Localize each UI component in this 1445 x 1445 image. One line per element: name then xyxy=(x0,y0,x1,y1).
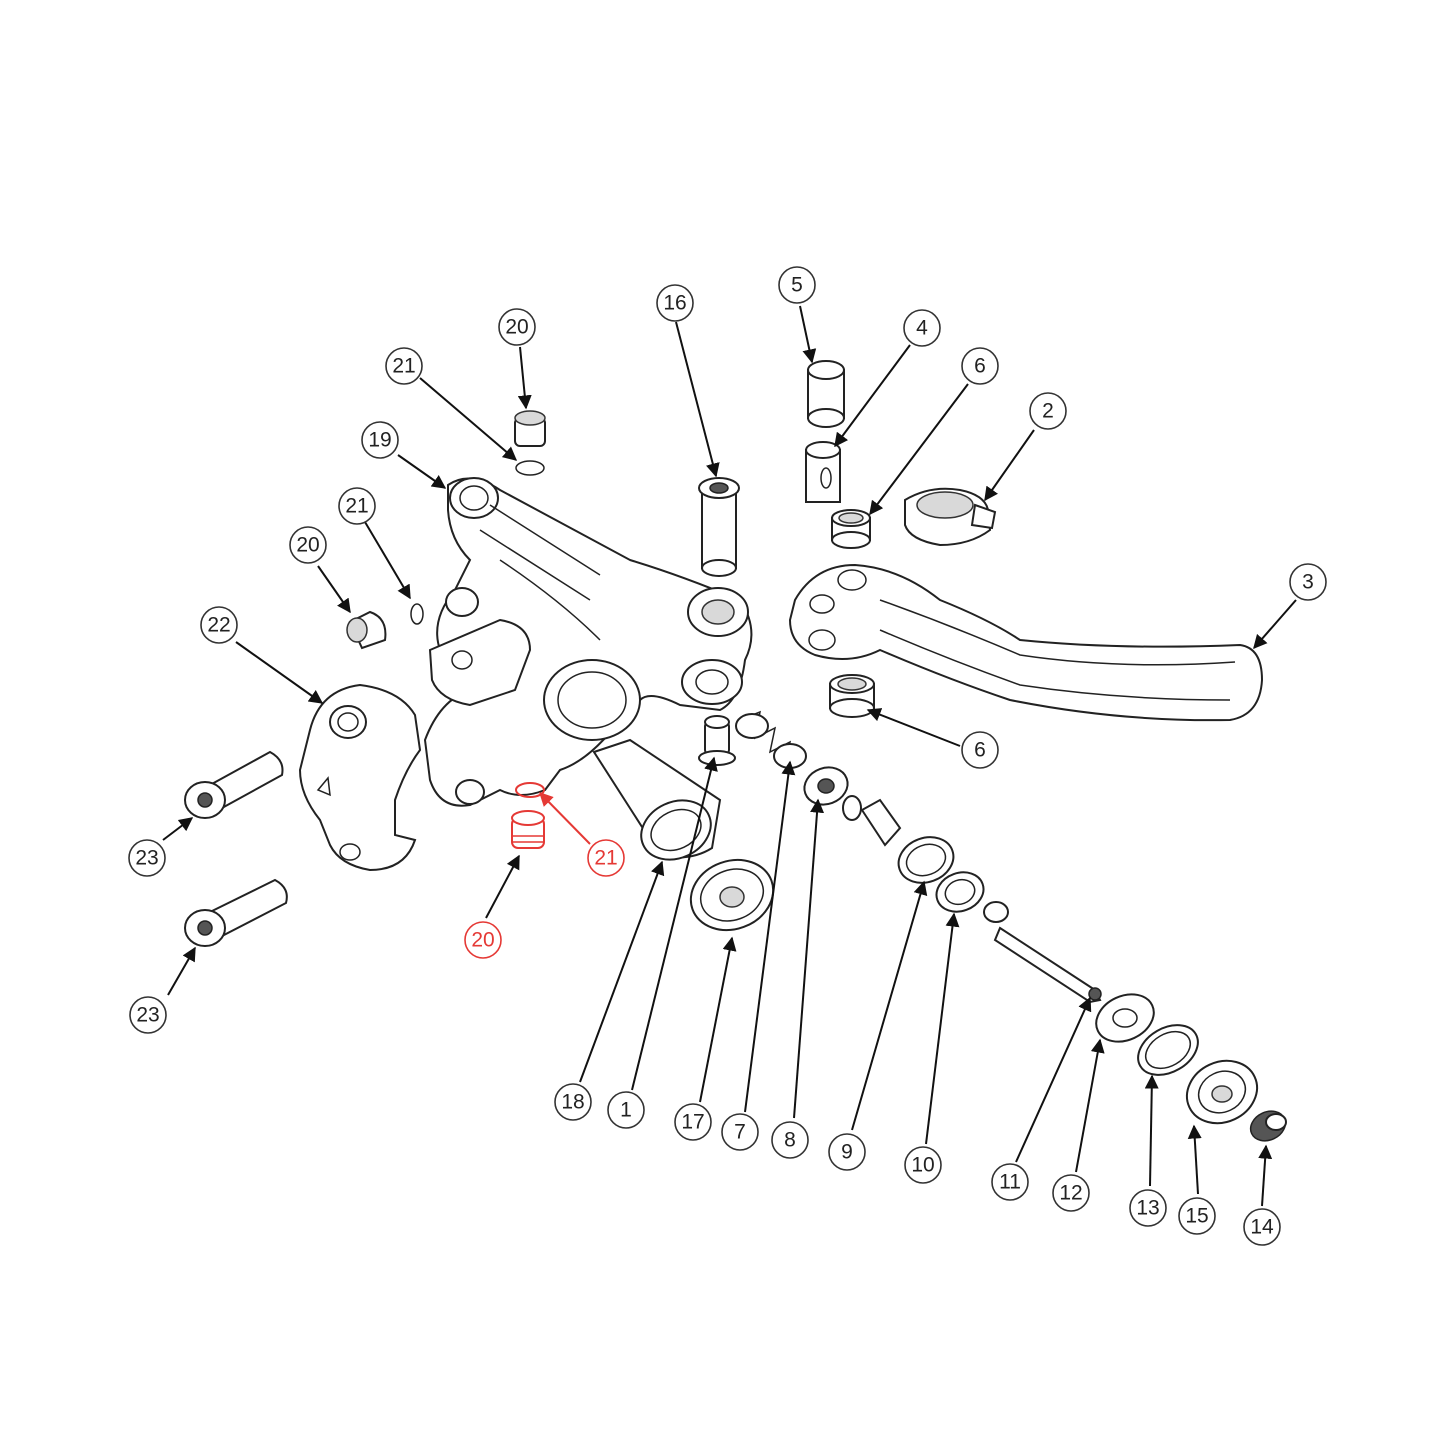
part-bolt-lower xyxy=(184,878,288,947)
leader-lines xyxy=(162,305,1297,1207)
callout-label: 17 xyxy=(681,1111,704,1134)
callout-20c: 20 xyxy=(464,921,502,959)
callout-23a: 23 xyxy=(128,839,166,877)
callout-4: 4 xyxy=(903,309,941,347)
callout-10: 10 xyxy=(904,1146,942,1184)
part-snap-ring xyxy=(1137,1024,1199,1076)
callout-label: 19 xyxy=(368,429,391,452)
callout-label: 20 xyxy=(505,316,528,339)
callout-label: 16 xyxy=(663,292,686,315)
part-plug-highlighted xyxy=(511,782,545,849)
callout-21c: 21 xyxy=(587,839,625,877)
part-retainer-cap xyxy=(1185,1059,1259,1125)
callout-label: 13 xyxy=(1136,1197,1159,1220)
callout-20b: 20 xyxy=(289,526,327,564)
part-bleed-screw-side xyxy=(346,603,424,650)
callout-14: 14 xyxy=(1243,1208,1281,1246)
part-return-spring xyxy=(735,710,807,769)
part-reach-adjust-cam xyxy=(904,487,997,547)
part-spring-washer xyxy=(803,766,849,806)
part-bleed-screw-top xyxy=(514,410,546,476)
callout-label: 10 xyxy=(911,1154,934,1177)
callout-label: 2 xyxy=(1042,400,1054,423)
part-clamp-half xyxy=(298,683,422,872)
callout-1: 1 xyxy=(607,1091,645,1129)
callout-label: 15 xyxy=(1185,1205,1208,1228)
callout-label: 22 xyxy=(207,614,230,637)
callout-label: 18 xyxy=(561,1091,584,1114)
callout-9: 9 xyxy=(828,1133,866,1171)
callout-23b: 23 xyxy=(129,996,167,1034)
callout-20a: 20 xyxy=(498,308,536,346)
callout-label: 5 xyxy=(791,274,803,297)
callout-label: 23 xyxy=(135,847,158,870)
callout-label: 20 xyxy=(471,929,494,952)
callout-15: 15 xyxy=(1178,1197,1216,1235)
callout-13: 13 xyxy=(1129,1189,1167,1227)
callout-5: 5 xyxy=(778,266,816,304)
part-piston-seal xyxy=(935,871,985,913)
callout-label: 3 xyxy=(1302,571,1314,594)
callout-11: 11 xyxy=(991,1163,1029,1201)
callout-22: 22 xyxy=(200,606,238,644)
callout-label: 12 xyxy=(1059,1182,1082,1205)
callout-label: 23 xyxy=(136,1004,159,1027)
part-bushing-lower xyxy=(829,674,875,718)
part-plunger-guide xyxy=(698,715,736,766)
callout-17: 17 xyxy=(674,1103,712,1141)
callout-label: 20 xyxy=(296,534,319,557)
part-reservoir-cap xyxy=(689,858,775,932)
callout-label: 8 xyxy=(784,1129,796,1152)
callout-label: 4 xyxy=(916,317,928,340)
callout-label: 7 xyxy=(734,1121,746,1144)
part-bushing-upper xyxy=(831,509,871,549)
callout-19: 19 xyxy=(361,421,399,459)
callout-18: 18 xyxy=(554,1083,592,1121)
callout-3: 3 xyxy=(1289,563,1327,601)
callout-label: 9 xyxy=(841,1141,853,1164)
callout-12: 12 xyxy=(1052,1174,1090,1212)
callout-21a: 21 xyxy=(385,347,423,385)
part-lever-blade xyxy=(788,563,1264,722)
callout-2: 2 xyxy=(1029,392,1067,430)
callout-8: 8 xyxy=(771,1121,809,1159)
callout-7: 7 xyxy=(721,1113,759,1151)
callout-6a: 6 xyxy=(961,347,999,385)
callout-label: 1 xyxy=(620,1099,632,1122)
callout-16: 16 xyxy=(656,284,694,322)
callout-label: 11 xyxy=(999,1171,1021,1194)
callout-label: 21 xyxy=(392,355,415,378)
callout-label: 21 xyxy=(594,847,617,870)
part-adjuster-nut xyxy=(805,441,841,503)
callout-6b: 6 xyxy=(961,731,999,769)
part-pivot-pin xyxy=(698,477,740,577)
callout-label: 21 xyxy=(345,495,368,518)
callout-label: 6 xyxy=(974,355,986,378)
part-set-screw xyxy=(1249,1110,1287,1142)
callout-label: 14 xyxy=(1250,1216,1274,1239)
part-pushrod xyxy=(983,901,1102,1004)
part-piston xyxy=(842,795,955,884)
part-master-cylinder-body xyxy=(423,477,753,807)
callout-21b: 21 xyxy=(338,487,376,525)
callout-label: 6 xyxy=(974,739,986,762)
part-cross-dowel xyxy=(807,360,845,428)
part-pushrod-washer xyxy=(1095,993,1155,1043)
part-bolt-upper xyxy=(184,750,284,819)
